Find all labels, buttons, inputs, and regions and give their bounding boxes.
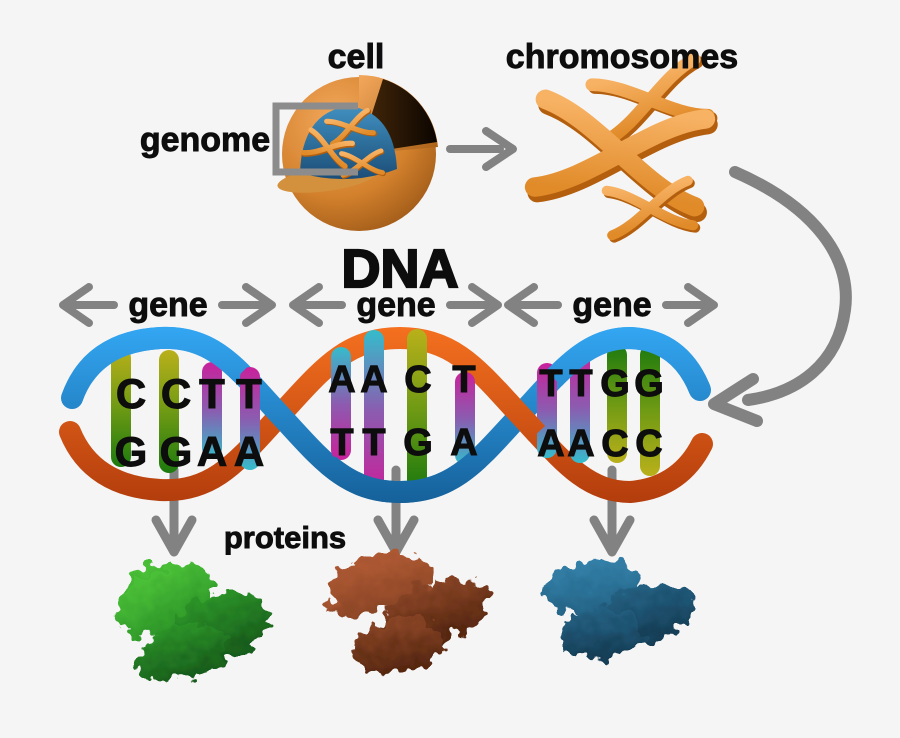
arrowhead-down-icon bbox=[373, 515, 419, 557]
dna-title: DNA bbox=[342, 239, 459, 299]
base-letter: C bbox=[635, 423, 662, 465]
base-letter: G bbox=[600, 363, 630, 405]
base-letter: A bbox=[328, 359, 355, 401]
chromosomes-label: chromosomes bbox=[506, 38, 738, 76]
dna-helix: C C T T G G A A A A C T T T G A T T G G … bbox=[59, 326, 713, 504]
arrowhead-right-icon bbox=[468, 283, 502, 327]
base-letter: C bbox=[601, 423, 628, 465]
base-letter: G bbox=[634, 363, 664, 405]
base-letter: A bbox=[537, 423, 564, 465]
protein-brown bbox=[326, 553, 489, 673]
base-letter: T bbox=[236, 370, 262, 417]
protein-green bbox=[118, 564, 270, 681]
base-letter: G bbox=[160, 428, 193, 475]
base-letter: T bbox=[330, 422, 353, 464]
base-letter: G bbox=[403, 422, 433, 464]
base-letter: A bbox=[360, 359, 387, 401]
arrowhead-down-icon bbox=[151, 515, 197, 557]
base-pair-bar bbox=[570, 352, 590, 463]
base-pair-bar bbox=[240, 367, 260, 470]
arrowhead-right-icon bbox=[242, 283, 276, 327]
gene-label-2: gene bbox=[356, 286, 435, 324]
base-letter: A bbox=[197, 428, 227, 475]
base-pair-bar bbox=[159, 350, 179, 473]
base-letter: T bbox=[199, 370, 225, 417]
base-letter: C bbox=[161, 370, 191, 417]
genome-bracket bbox=[272, 102, 358, 176]
base-pair-bar bbox=[331, 347, 351, 460]
base-pair-bar bbox=[537, 363, 557, 458]
protein-blue bbox=[542, 560, 695, 659]
base-pair-bar bbox=[364, 330, 384, 493]
arrow-cell-to-chromosomes bbox=[446, 127, 517, 171]
base-letter: A bbox=[234, 428, 264, 475]
base-letter: G bbox=[115, 428, 148, 475]
base-letters-section-3: T T G G A A C C bbox=[537, 363, 665, 466]
base-letter: T bbox=[539, 363, 562, 405]
genome-label: genome bbox=[140, 121, 270, 159]
proteins-label: proteins bbox=[224, 520, 346, 555]
base-letter: A bbox=[450, 422, 477, 464]
base-letter: T bbox=[569, 363, 592, 405]
base-letter: C bbox=[404, 359, 431, 401]
arrowhead-right-icon bbox=[684, 283, 718, 327]
base-letter: T bbox=[362, 422, 385, 464]
cell-illustration bbox=[272, 74, 438, 231]
base-pair-bar bbox=[202, 362, 222, 458]
base-pair-bar bbox=[640, 345, 660, 476]
arrowhead-left-icon bbox=[708, 373, 763, 427]
base-letter: A bbox=[567, 423, 594, 465]
gene-span-arrow-2 bbox=[289, 283, 502, 327]
curved-arrow-chromosomes-to-dna bbox=[708, 166, 852, 427]
gene-span-arrow-1 bbox=[59, 283, 276, 327]
base-letter: T bbox=[452, 359, 475, 401]
cell-label: cell bbox=[328, 38, 385, 76]
base-letters-section-1: C C T T G G A A bbox=[114, 370, 265, 476]
base-pair-bars bbox=[111, 329, 660, 493]
arrowhead-down-icon bbox=[589, 515, 635, 557]
base-pair-bar bbox=[407, 329, 427, 490]
gene-label-3: gene bbox=[572, 286, 651, 324]
base-letters-section-2: A A C T T T G A bbox=[328, 359, 478, 465]
dna-strand-orange bbox=[59, 326, 713, 504]
arrowhead-right-icon bbox=[482, 127, 517, 171]
base-pair-bar bbox=[455, 372, 475, 465]
arrowhead-left-icon bbox=[59, 283, 93, 327]
base-letter: C bbox=[116, 370, 146, 417]
arrowhead-left-icon bbox=[504, 283, 538, 327]
gene-label-1: gene bbox=[128, 286, 207, 324]
base-pair-bar bbox=[607, 345, 627, 463]
base-pair-bar bbox=[111, 348, 131, 467]
gene-span-arrow-3 bbox=[504, 283, 718, 327]
arrowhead-left-icon bbox=[289, 283, 323, 327]
dna-strand-blue-front bbox=[61, 326, 711, 504]
